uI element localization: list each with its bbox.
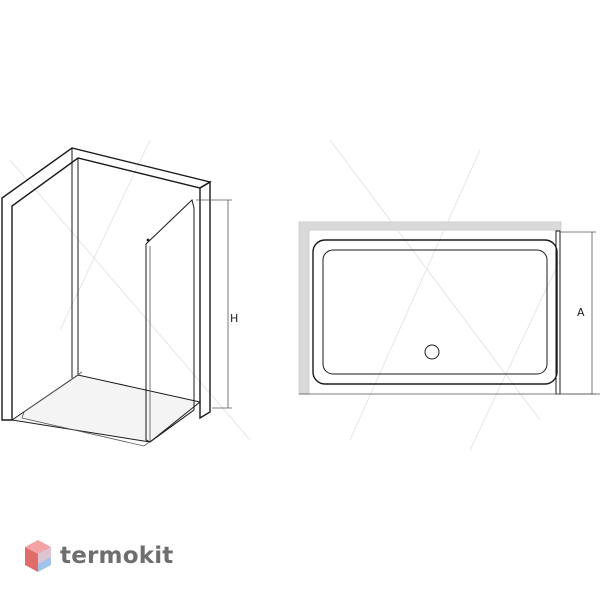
cube-icon	[25, 540, 51, 572]
tray-inner	[322, 249, 548, 375]
height-dimension	[196, 199, 232, 409]
right-wall-panel	[199, 180, 211, 420]
plan-walls	[298, 221, 562, 395]
width-label: A	[577, 306, 585, 319]
enclosure-plan-view: A	[298, 221, 600, 395]
glass-panel	[145, 199, 195, 443]
left-wall-panel	[1, 147, 212, 421]
shower-tray	[10, 374, 202, 443]
drain-icon	[424, 344, 440, 360]
brand-name: termokit	[60, 543, 174, 569]
brand-logo[interactable]: termokit	[24, 536, 173, 576]
height-label: H	[230, 312, 238, 325]
tray-outer	[312, 239, 558, 385]
enclosure-perspective-view: H	[1, 147, 238, 447]
width-dimension	[560, 231, 596, 395]
